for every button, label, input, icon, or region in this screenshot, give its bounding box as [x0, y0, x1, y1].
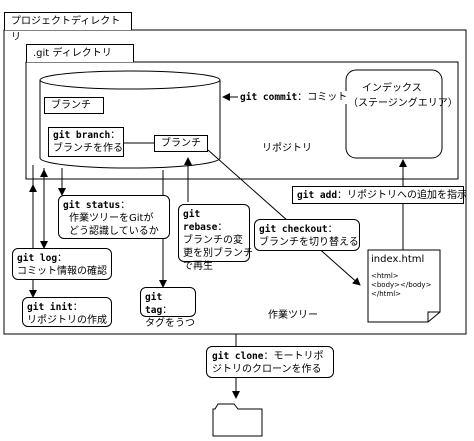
file-line-3: </html>: [371, 290, 402, 298]
index-title: インデックス: [362, 83, 422, 94]
file-name: index.html: [371, 254, 425, 265]
git-init-command: git init: [27, 302, 73, 313]
branch-box-right: ブランチ: [154, 135, 208, 152]
git-directory-frame: [25, 61, 459, 180]
index-html-file-shape: [367, 249, 441, 323]
git-log-sep: ：: [57, 253, 68, 264]
git-status-sep: ：: [120, 200, 131, 211]
git-directory-label: .git ディレクトリ: [33, 48, 112, 59]
project-directory-label: プロジェクトディレクトリ: [11, 16, 121, 43]
git-clone-desc: ：モートリポ ジトリのクローンを作る: [212, 351, 324, 375]
git-init-desc: リポジトリの作成: [27, 315, 107, 326]
clone-folder-icon: [212, 403, 263, 437]
git-commit-desc: ：コミット: [297, 92, 348, 103]
git-tag-desc: タグをうつ: [145, 318, 195, 329]
branch-top-label: ブランチ: [51, 100, 91, 111]
index-html-file: index.html <html> <body></body> </html>: [371, 253, 437, 299]
index-subtitle: （ステージングエリア）: [348, 98, 458, 109]
repository-label: リポジトリ: [262, 143, 312, 154]
git-log-box: git log： コミット情報の確認: [12, 248, 112, 280]
git-add-desc: ：リポジトリへの追加を指示: [337, 190, 468, 201]
working-tree-label: 作業ツリー: [268, 310, 318, 321]
git-init-box: git init： リポジトリの作成: [22, 297, 112, 327]
git-branch-box: git branch： ブランチを作る: [48, 127, 124, 157]
git-checkout-desc: ブランチを切り替える: [259, 237, 359, 248]
git-log-command: git log: [17, 253, 58, 264]
index-staging-box: [345, 69, 443, 159]
git-init-sep: ：: [72, 302, 83, 313]
branch-box-top: ブランチ: [44, 97, 104, 114]
git-branch-sep: ：: [110, 130, 121, 141]
project-directory-frame: [3, 29, 467, 335]
git-checkout-sep: ：: [327, 224, 338, 235]
git-tag-sep: ：: [162, 305, 173, 316]
git-add-box: git add：リポジトリへの追加を指示: [292, 186, 468, 204]
git-commit-command: git commit: [240, 92, 298, 103]
git-log-desc: コミット情報の確認: [17, 266, 107, 277]
git-clone-command: git clone: [212, 351, 264, 362]
branch-right-label: ブランチ: [161, 138, 201, 149]
git-status-box: git status： 作業ツリーをGitが どう認識しているか: [58, 195, 170, 239]
project-directory-tab: プロジェクトディレクトリ: [4, 12, 132, 43]
git-commit-label: git commit：コミット: [238, 91, 350, 104]
git-checkout-command: git checkout: [259, 224, 328, 235]
git-add-command: git add: [297, 190, 338, 201]
file-line-2: <body></body>: [371, 281, 432, 289]
git-tag-box: git tag： タグをうつ: [140, 287, 196, 329]
git-checkout-box: git checkout： ブランチを切り替える: [254, 219, 360, 251]
git-status-desc: 作業ツリーをGitが どう認識しているか: [69, 213, 159, 237]
git-rebase-command: git rebase: [183, 209, 218, 233]
git-tag-command: git tag: [145, 292, 163, 316]
git-rebase-box: git rebase： ブランチの変 更を別ブランチ で再生: [178, 204, 253, 272]
git-status-command: git status: [63, 200, 121, 211]
git-branch-command: git branch: [53, 130, 111, 141]
git-rebase-sep: ：: [217, 222, 228, 233]
file-line-1: <html>: [371, 272, 399, 280]
git-branch-desc: ブランチを作る: [53, 143, 123, 154]
git-clone-box: git clone：モートリポ ジトリのクローンを作る: [206, 346, 334, 378]
git-rebase-desc: ブランチの変 更を別ブランチ で再生: [183, 235, 253, 272]
git-directory-tab: .git ディレクトリ: [26, 44, 134, 62]
